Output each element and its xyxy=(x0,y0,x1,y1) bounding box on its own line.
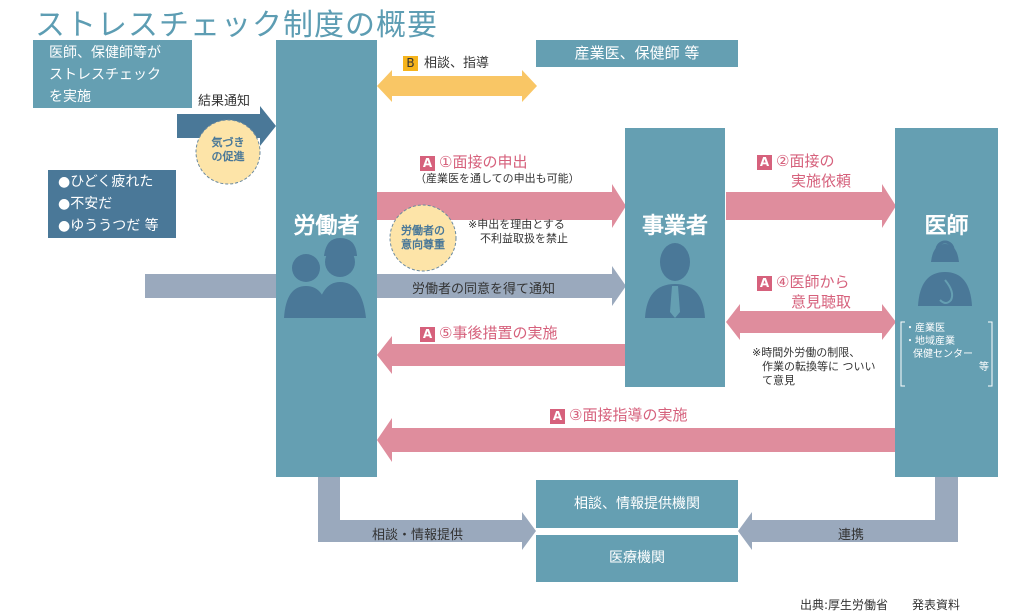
symptom-item: ●ゆううつだ 等 xyxy=(58,218,159,234)
respect-starburst xyxy=(389,204,457,272)
a-tag: A xyxy=(757,276,772,291)
note-line: ・地域産業 xyxy=(905,336,955,347)
symptom-item: ●不安だ xyxy=(58,196,113,212)
consult-org-box: 相談、情報提供機関 xyxy=(536,480,738,528)
consult-info-label: 相談・情報提供 xyxy=(372,528,464,543)
note-line: 不利益取扱を禁止 xyxy=(480,232,568,245)
opinion-hearing-arrow xyxy=(726,304,896,340)
consult-info-arrow xyxy=(318,477,536,550)
awareness-badge: 気づき の促進 xyxy=(196,136,260,164)
note-line: 作業の転換等に ついい xyxy=(762,360,876,373)
b-tag: B xyxy=(403,56,418,71)
badge-line: 労働者の xyxy=(401,224,445,237)
note-line: ※申出を理由とする xyxy=(468,218,565,231)
a4-text: ④医師から xyxy=(776,273,850,291)
a-tag: A xyxy=(757,155,772,170)
a1-note: ※申出を理由とする 不利益取扱を禁止 xyxy=(468,218,568,246)
b-label-text: 相談、指導 xyxy=(424,56,490,71)
a1-sub: （産業医を通しての申出も可能） xyxy=(415,172,580,185)
a4-label: A ④医師から 意見聴取 xyxy=(757,272,851,312)
followup-measure-arrow xyxy=(377,336,626,374)
a1-text: ①面接の申出 xyxy=(439,153,528,171)
implementer-line: 医師、保健師等が xyxy=(49,45,161,61)
badge-line: の促進 xyxy=(211,150,245,163)
symptoms-box: ●ひどく疲れた ●不安だ ●ゆううつだ 等 xyxy=(48,170,176,238)
a3-label: A ③面接指導の実施 xyxy=(550,404,687,425)
implementer-line: ストレスチェック xyxy=(49,67,161,83)
a1-label: A ①面接の申出 xyxy=(420,151,527,172)
a5-label: A ⑤事後措置の実施 xyxy=(420,322,557,343)
medical-org-box: 医療機関 xyxy=(536,535,738,582)
doctor-label: 医師 xyxy=(924,214,969,239)
employer-label-wrap: 事業者 xyxy=(625,208,725,240)
consent-label: 労働者の同意を得て通知 xyxy=(412,282,556,297)
doctor-label-wrap: 医師 xyxy=(895,208,998,240)
note-line: ・産業医 xyxy=(905,323,945,334)
a4-note: ※時間外労働の制限、 作業の転換等に ついい て意見 xyxy=(752,346,876,388)
a2-text: 実施依頼 xyxy=(791,172,852,190)
a5-text: ⑤事後措置の実施 xyxy=(439,324,558,342)
a-tag: A xyxy=(550,409,565,424)
implementer-box: 医師、保健師等が ストレスチェック を実施 xyxy=(33,40,192,108)
note-line: 保健センター xyxy=(913,349,973,360)
a-tag: A xyxy=(420,327,435,342)
note-line: 等 xyxy=(979,362,989,373)
workers-icon xyxy=(284,238,366,318)
implementer-line: を実施 xyxy=(49,89,91,105)
a-tag: A xyxy=(420,156,435,171)
a4-text: 意見聴取 xyxy=(791,293,852,311)
note-line: て意見 xyxy=(762,374,795,387)
a3-text: ③面接指導の実施 xyxy=(569,406,688,424)
a2-label: A ②面接の 実施依頼 xyxy=(757,151,851,191)
cooperation-arrow xyxy=(738,477,958,550)
a2-text: ②面接の xyxy=(776,152,835,170)
page-title: ストレスチェック制度の概要 xyxy=(35,8,438,43)
consent-notice-arrow xyxy=(145,266,626,306)
cooperation-label: 連携 xyxy=(838,528,865,543)
badge-line: 気づき xyxy=(211,136,245,149)
occupational-staff-box: 産業医、保健師 等 xyxy=(536,40,738,67)
result-notice-label: 結果通知 xyxy=(198,94,251,109)
worker-label-wrap: 労働者 xyxy=(276,208,377,240)
consult-guidance-arrow xyxy=(377,70,537,102)
consult-guidance-label: B 相談、指導 xyxy=(403,52,489,71)
source-note: 出典:厚生労働省 発表資料 xyxy=(800,598,961,612)
doctor-note: ・産業医 ・地域産業 保健センター 等 xyxy=(905,322,989,374)
businessman-icon xyxy=(645,243,705,318)
symptom-item: ●ひどく疲れた xyxy=(58,174,154,190)
note-line: ※時間外労働の制限、 xyxy=(752,346,861,359)
awareness-starburst xyxy=(195,119,261,185)
worker-label: 労働者 xyxy=(293,214,360,239)
badge-line: 意向尊重 xyxy=(401,238,445,251)
interview-order-arrow xyxy=(726,184,896,228)
doctor-icon xyxy=(918,240,972,306)
interview-guidance-arrow xyxy=(377,418,896,462)
respect-badge: 労働者の 意向尊重 xyxy=(392,224,454,252)
employer-label: 事業者 xyxy=(641,214,708,239)
doctor-note-bracket xyxy=(900,321,993,387)
